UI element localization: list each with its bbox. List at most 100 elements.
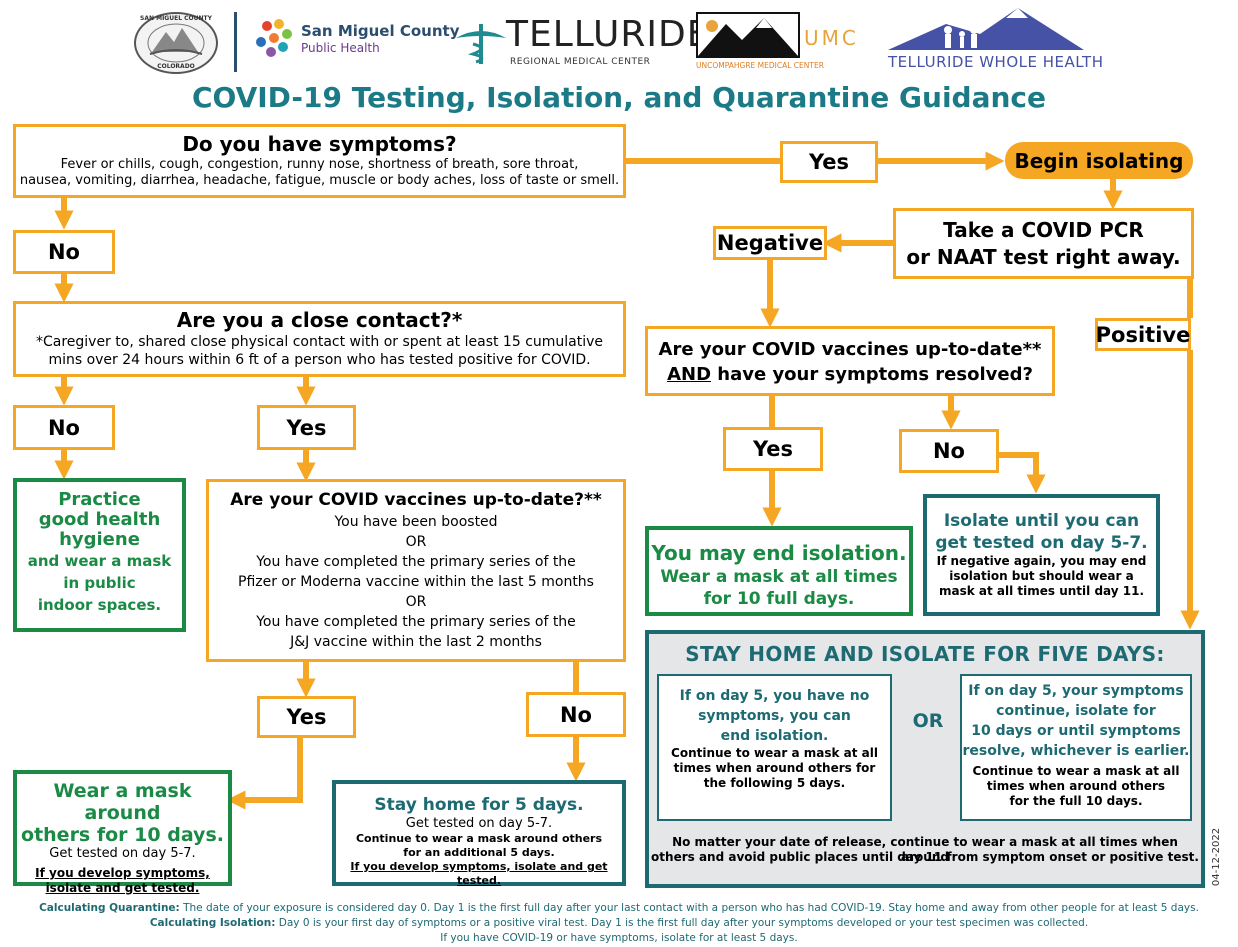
five-days-right-box: If on day 5, your symptoms continue, iso… <box>960 674 1192 821</box>
stay5-tested: Get tested on day 5-7. <box>405 816 553 831</box>
end-isolation-title: You may end isolation. <box>651 541 907 565</box>
mask10-u1: If you develop symptoms, <box>35 866 210 880</box>
pcr-line1: Take a COVID PCR <box>943 218 1144 242</box>
hygiene-line2: good health <box>38 509 161 530</box>
footer-q-text: The date of your exposure is considered … <box>179 902 1199 914</box>
negative-label: Negative <box>713 226 827 260</box>
stay5-c1: Continue to wear a mask around others <box>355 832 603 845</box>
mask10-box: Wear a mask around others for 10 days. G… <box>13 770 232 895</box>
hygiene-line1: Practice <box>58 489 141 510</box>
pcr-box: Take a COVID PCR or NAAT test right away… <box>893 208 1194 279</box>
right-t3: 10 days or until symptoms <box>971 723 1181 739</box>
vax-resolved-line1: Are your COVID vaccines up-to-date** <box>658 339 1042 360</box>
symptoms-line2: nausea, vomiting, diarrhea, headache, fa… <box>19 173 620 188</box>
resolved-yes-label: Yes <box>723 427 823 471</box>
vax-resolved-box: Are your COVID vaccines up-to-date** AND… <box>645 326 1055 396</box>
family-mountain-icon <box>888 8 1084 50</box>
close-contact-line1: *Caregiver to, shared close physical con… <box>35 334 604 350</box>
isolate-until-line1: Isolate until you can <box>943 511 1140 531</box>
five-days-panel: STAY HOME AND ISOLATE FOR FIVE DAYS: If … <box>645 630 1205 888</box>
county-seal-logo: SAN MIGUEL COUNTY COLORADO <box>134 12 218 74</box>
vaccines-no-label: No <box>526 692 626 737</box>
symptoms-no-label: No <box>13 230 115 274</box>
umc-logo: UMC UNCOMPAHGRE MEDICAL CENTER <box>696 12 872 72</box>
telluride-logo: TELLURIDE REGIONAL MEDICAL CENTER <box>454 14 710 72</box>
public-health-logo: San Miguel County Public Health <box>253 16 459 66</box>
five-days-footer-2: others and avoid public places until day… <box>651 850 1199 864</box>
vaccines-l1: You have been boosted <box>334 514 498 530</box>
five-days-footer-1: No matter your date of release, continue… <box>672 835 1178 864</box>
vaccines-box: Are your COVID vaccines up-to-date?** Yo… <box>206 479 626 662</box>
vaccines-or2: OR <box>405 594 427 610</box>
mask10-u2: isolate and get tested. <box>45 881 200 895</box>
whole-health-logo: TELLURIDE WHOLE HEALTH <box>888 4 1103 72</box>
umc-name: UNCOMPAHGRE MEDICAL CENTER <box>696 61 824 70</box>
right-t1: If on day 5, your symptoms <box>968 683 1184 699</box>
stay5-c2: for an additional 5 days. <box>403 846 555 859</box>
telluride-sub: REGIONAL MEDICAL CENTER <box>510 57 651 67</box>
vaccines-yes-label: Yes <box>257 696 356 738</box>
vaccines-l4: You have completed the primary series of… <box>256 614 576 630</box>
left-b2: times when around others for <box>673 761 876 775</box>
isolate-until-n3: mask at all times until day 11. <box>938 584 1145 598</box>
begin-isolating-badge: Begin isolating <box>1005 142 1193 179</box>
mountain-seal-icon <box>147 23 205 63</box>
right-b3: for the full 10 days. <box>1009 794 1143 808</box>
five-days-title: STAY HOME AND ISOLATE FOR FIVE DAYS: <box>685 642 1165 666</box>
symptoms-question: Do you have symptoms? <box>182 132 457 156</box>
footer-i-label: Calculating Isolation: <box>149 917 276 929</box>
symptoms-line1: Fever or chills, cough, congestion, runn… <box>60 157 579 172</box>
pcr-line2: or NAAT test right away. <box>906 245 1181 269</box>
page-title: COVID-19 Testing, Isolation, and Quarant… <box>191 81 1047 114</box>
left-t3: end isolation. <box>720 728 829 744</box>
symptoms-box: Do you have symptoms? Fever or chills, c… <box>13 124 626 198</box>
vaccines-question: Are your COVID vaccines up-to-date?** <box>230 490 602 510</box>
vaccines-or1: OR <box>405 534 427 550</box>
mask10-line2: others for 10 days. <box>21 824 224 846</box>
vaccines-l3: Pfizer or Moderna vaccine within the las… <box>238 574 594 590</box>
isolate-until-n2: isolation but should wear a <box>949 569 1134 583</box>
arrow-no-to-isolate <box>998 452 1046 494</box>
vaccines-l5: J&J vaccine within the last 2 months <box>290 634 542 650</box>
footer-i-text: Day 0 is your first day of symptoms or a… <box>275 917 1089 929</box>
footer-q-label: Calculating Quarantine: <box>39 902 180 914</box>
or-label: OR <box>912 710 944 732</box>
footer: Calculating Quarantine: The date of your… <box>0 901 1238 946</box>
close-contact-box: Are you a close contact?* *Caregiver to,… <box>13 301 626 377</box>
right-b1: Continue to wear a mask at all <box>972 764 1180 778</box>
seal-bottom-text: COLORADO <box>157 63 195 70</box>
hygiene-line5: in public <box>63 574 136 592</box>
vax-resolved-and: AND <box>667 364 712 385</box>
left-b1: Continue to wear a mask at all <box>671 746 878 760</box>
date-stamp: 04-12-2022 <box>1211 827 1222 887</box>
resolved-no-label: No <box>899 429 999 473</box>
right-t2: continue, isolate for <box>996 703 1156 719</box>
isolate-until-n1: If negative again, you may end <box>936 554 1147 568</box>
arrow-yes-to-mask10 <box>226 738 303 810</box>
five-days-left-box: If on day 5, you have no symptoms, you c… <box>657 674 892 821</box>
telluride-name: TELLURIDE <box>506 14 711 55</box>
right-t4: resolve, whichever is earlier. <box>962 743 1190 759</box>
hygiene-line4: and wear a mask <box>27 552 172 570</box>
left-b3: the following 5 days. <box>703 776 846 790</box>
mask10-line1: Wear a mask around <box>53 780 192 824</box>
logo-divider <box>234 12 237 72</box>
whole-health-name: TELLURIDE WHOLE HEALTH <box>888 53 1104 71</box>
hygiene-box: Practice good health hygiene and wear a … <box>13 478 186 632</box>
positive-label: Positive <box>1095 318 1191 351</box>
seal-top-text: SAN MIGUEL COUNTY <box>140 15 212 22</box>
vax-resolved-line2: have your symptoms resolved? <box>711 364 1033 385</box>
isolate-until-line2: get tested on day 5-7. <box>935 533 1148 553</box>
contact-no-label: No <box>13 405 115 450</box>
hygiene-line6: indoor spaces. <box>37 596 162 614</box>
end-isolation-box: You may end isolation. Wear a mask at al… <box>645 526 913 616</box>
umc-abbr: UMC <box>804 26 859 50</box>
symptoms-yes-label: Yes <box>780 141 878 183</box>
stay5-box: Stay home for 5 days. Get tested on day … <box>332 780 626 887</box>
left-t2: symptoms, you can <box>698 708 851 724</box>
pinwheel-icon <box>256 19 292 57</box>
mask10-tested: Get tested on day 5-7. <box>49 846 196 861</box>
left-t1: If on day 5, you have no <box>679 688 870 704</box>
right-b2: times when around others <box>986 779 1166 793</box>
stay5-title: Stay home for 5 days. <box>374 795 584 815</box>
